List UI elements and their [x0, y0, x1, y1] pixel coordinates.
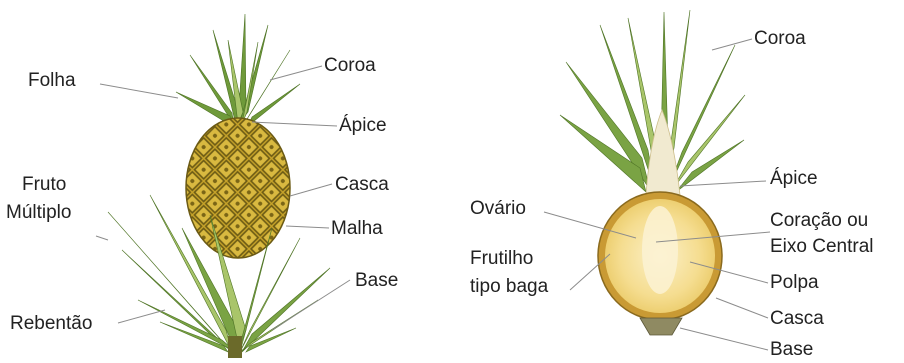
label-casca-right: Casca [770, 308, 824, 330]
label-base-left: Base [355, 270, 398, 292]
label-frutilho: Frutilho [470, 248, 533, 270]
label-coroa-left: Coroa [324, 55, 376, 77]
label-polpa: Polpa [770, 272, 819, 294]
right-pineapple [560, 10, 745, 335]
left-stem [228, 336, 242, 358]
left-pineapple [108, 14, 330, 358]
label-apice-left: Ápice [339, 115, 387, 137]
label-apice-right: Ápice [770, 168, 818, 190]
left-fruit-body [186, 118, 290, 258]
label-tipo-baga: tipo baga [470, 276, 548, 298]
label-base-right: Base [770, 339, 813, 361]
label-ovario: Ovário [470, 198, 526, 220]
label-folha: Folha [28, 70, 76, 92]
label-coracao: Coração ou [770, 210, 868, 232]
label-multiplo: Múltiplo [6, 202, 71, 224]
right-base [640, 318, 682, 335]
label-malha: Malha [331, 218, 383, 240]
label-fruto: Fruto [22, 174, 66, 196]
label-rebentao: Rebentão [10, 313, 92, 335]
label-casca-left: Casca [335, 174, 389, 196]
label-coroa-right: Coroa [754, 28, 806, 50]
right-core [642, 206, 678, 294]
left-crown [176, 14, 300, 126]
label-eixo-central: Eixo Central [770, 236, 874, 258]
